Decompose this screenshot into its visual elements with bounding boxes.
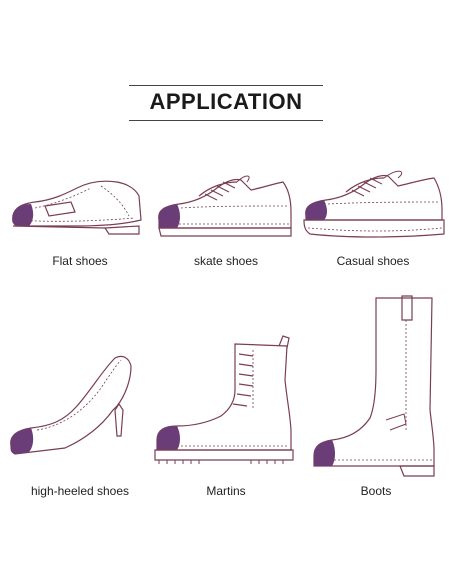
shoe-item-martins: Martins <box>151 335 301 498</box>
shoe-item-boots: Boots <box>306 290 452 498</box>
casual-shoe-illustration <box>303 170 445 238</box>
shoe-label: Casual shoes <box>336 254 410 268</box>
high-heeled-shoe-illustration <box>10 355 132 455</box>
title-rule-top <box>129 85 323 86</box>
shoe-label: Boots <box>360 484 392 498</box>
shoe-item-casual: Casual shoes <box>298 160 448 270</box>
shoe-label: skate shoes <box>193 254 259 268</box>
flat-shoe-illustration <box>12 180 142 235</box>
skate-shoe-illustration <box>158 175 292 237</box>
shoe-item-high-heeled: high-heeled shoes <box>5 350 155 498</box>
shoe-label: high-heeled shoes <box>30 484 130 498</box>
title-rule-bottom <box>129 120 323 121</box>
shoe-label: Martins <box>206 484 246 498</box>
shoe-item-skate: skate shoes <box>151 160 301 270</box>
martins-boot-illustration <box>154 335 294 464</box>
shoe-label: Flat shoes <box>52 254 108 268</box>
tall-boot-illustration <box>313 295 435 477</box>
shoe-item-flat: Flat shoes <box>5 160 155 270</box>
page-title: APPLICATION <box>149 89 303 114</box>
